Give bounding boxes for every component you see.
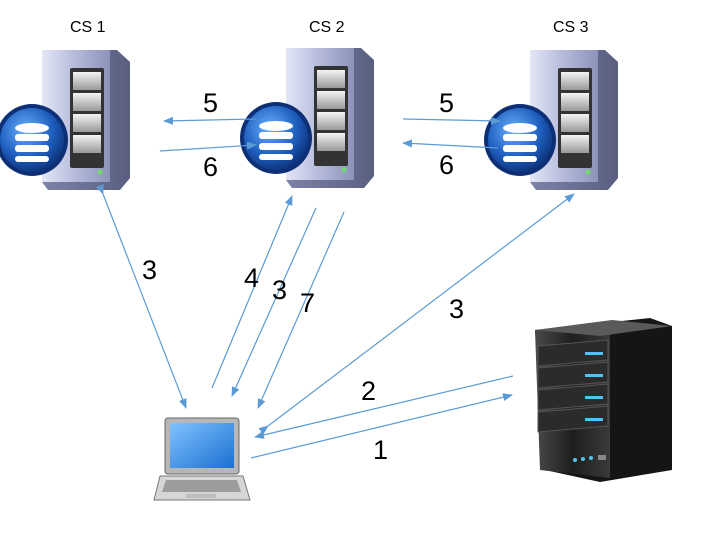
label-cs3-to-cs2: 6 [439, 150, 454, 180]
label-client-to-cs2: 4 [244, 263, 259, 293]
label-client-cs1: 3 [142, 255, 157, 285]
arrow-master-to-client [254, 375, 514, 439]
cs3-server-icon [484, 50, 618, 190]
arrow-cs3-to-cs2 [402, 139, 499, 149]
master-server-icon [535, 318, 672, 482]
client-laptop-icon [153, 417, 251, 501]
arrow-cs2-to-cs3 [402, 116, 501, 125]
label-client-cs3: 3 [449, 294, 464, 324]
cs1-server-icon [0, 50, 130, 190]
cs2-label: CS 2 [309, 19, 345, 36]
cs2-server-icon [240, 48, 374, 188]
arrow-client-cs1 [96, 184, 187, 409]
arrow-cs1-to-cs2 [159, 141, 257, 152]
arrow-client-to-master [250, 393, 513, 459]
label-client-to-master: 1 [373, 435, 388, 465]
arrow-cs2-to-cs1 [163, 116, 257, 125]
cs1-label: CS 1 [70, 19, 106, 36]
label-cs2-to-cs3: 5 [439, 88, 454, 118]
label-cs2-to-client-b: 7 [300, 288, 315, 318]
arrows [96, 116, 575, 459]
label-cs1-to-cs2: 6 [203, 152, 218, 182]
label-master-to-client: 2 [361, 376, 376, 406]
arrow-client-cs3 [258, 193, 575, 435]
cs3-label: CS 3 [553, 19, 589, 36]
label-cs2-to-cs1: 5 [203, 88, 218, 118]
label-cs2-to-client-a: 3 [272, 275, 287, 305]
